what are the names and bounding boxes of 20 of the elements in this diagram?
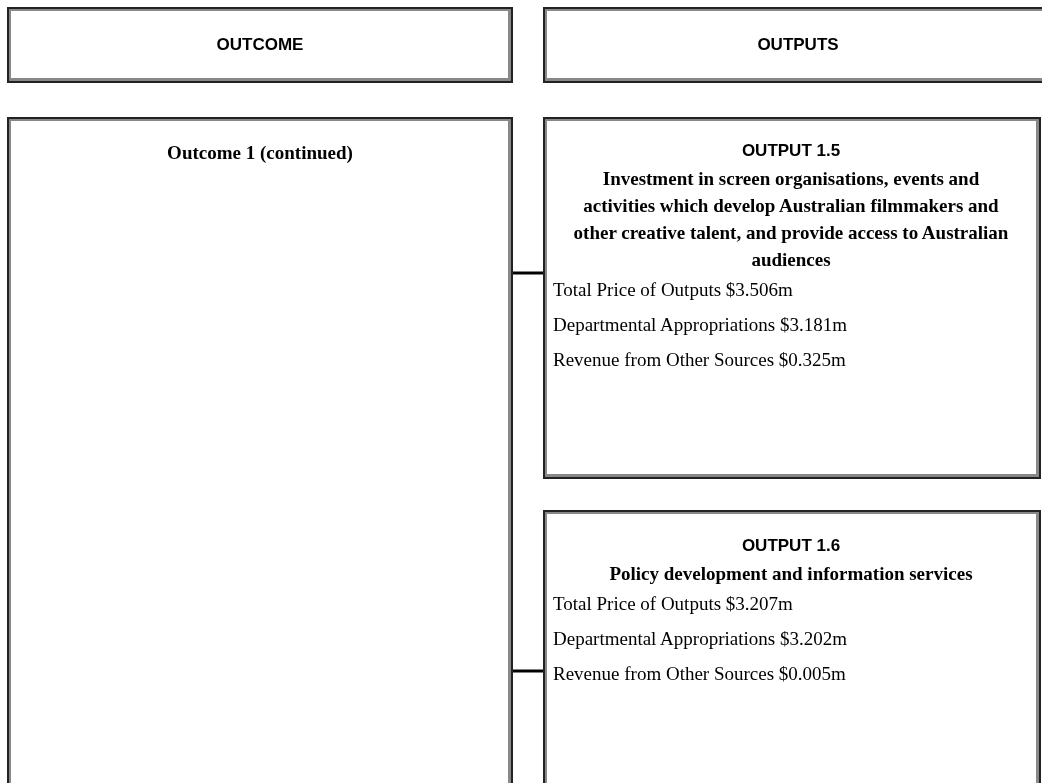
output-box <box>543 510 1041 783</box>
outcome-box <box>7 117 513 783</box>
column-heading: OUTCOME <box>216 35 304 55</box>
price-line: Revenue from Other Sources $0.005m <box>553 663 847 685</box>
connector-line <box>513 669 543 673</box>
header-box <box>543 7 1042 83</box>
price-line: Total Price of Outputs $3.506m <box>553 279 794 301</box>
output-description: Policy development and information services <box>608 562 974 586</box>
output-box <box>543 117 1041 479</box>
price-line: Revenue from Other Sources $0.325m <box>553 349 847 371</box>
price-line: Departmental Appropriations $3.202m <box>553 628 848 650</box>
price-line: Departmental Appropriations $3.181m <box>553 314 848 336</box>
output-title: OUTPUT 1.5 <box>740 141 842 161</box>
output-title: OUTPUT 1.6 <box>740 536 842 556</box>
column-heading: OUTPUTS <box>757 35 839 55</box>
connector-line <box>513 271 543 275</box>
price-line: Total Price of Outputs $3.207m <box>553 593 794 615</box>
header-box <box>7 7 513 83</box>
outcome-title: Outcome 1 (continued) <box>166 141 354 165</box>
output-description: Investment in screen organisations, events and activities which develop Australian filmmakers and other creative talent, and provide access to Australian audiences <box>572 167 1010 272</box>
